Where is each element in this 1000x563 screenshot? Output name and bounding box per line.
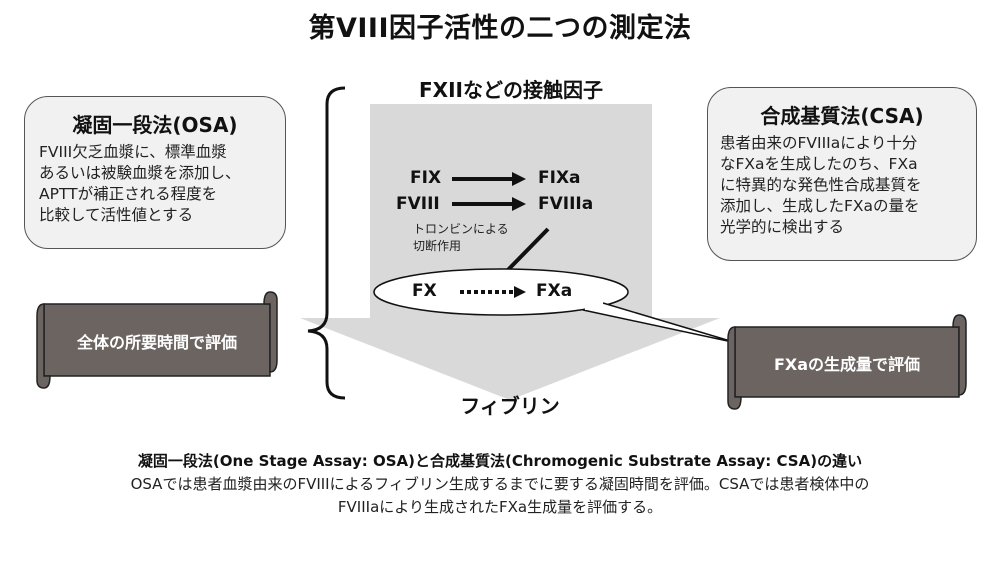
fix-label: FIX xyxy=(410,168,442,188)
caption-line1: OSAでは患者血漿由来のFVIIIによるフィブリン生成するまでに要する凝固時間を… xyxy=(130,475,870,493)
osa-line: FVIII欠乏血漿に、標準血漿 xyxy=(39,143,227,161)
csa-line: 添加し、生成したFXaの量を xyxy=(720,197,920,215)
fviii-label: FVIII xyxy=(396,194,440,214)
left-scroll-banner xyxy=(36,291,278,389)
fixa-label: FIXa xyxy=(538,168,581,188)
curly-bracket xyxy=(307,86,346,400)
fx-label: FX xyxy=(412,281,437,301)
right-scroll-banner xyxy=(727,314,967,410)
page-title: 第VIII因子活性の二つの測定法 xyxy=(308,13,692,44)
caption-line2: FVIIIaにより生成されたFXa生成量を評価する。 xyxy=(337,498,663,516)
right-scroll-label: FXaの生成量で評価 xyxy=(773,355,921,374)
fibrin-label: フィブリン xyxy=(460,394,560,418)
fviii-activation-arrowhead xyxy=(512,197,526,211)
fxa-label: FXa xyxy=(536,281,573,301)
contact-factor-label: FXIIなどの接触因子 xyxy=(419,78,603,102)
fviiia-label: FVIIIa xyxy=(538,194,594,214)
csa-line: なFXaを生成したのち、FXa xyxy=(720,155,918,173)
osa-line: APTTが補正される程度を xyxy=(39,185,218,203)
complex-arrow-line xyxy=(501,227,550,277)
osa-line: あるいは被験血漿を添加し、 xyxy=(39,164,241,182)
left-scroll-label: 全体の所要時間で評価 xyxy=(76,333,237,352)
caption-heading: 凝固一段法(One Stage Assay: OSA)と合成基質法(Chromo… xyxy=(137,452,863,470)
osa-line: 比較して活性値とする xyxy=(39,206,194,224)
fix-activation-arrowhead xyxy=(512,172,526,186)
csa-title: 合成基質法(CSA) xyxy=(760,104,924,128)
flow-down-arrow xyxy=(300,104,720,400)
osa-title: 凝固一段法(OSA) xyxy=(72,113,238,137)
csa-line: に特異的な発色性合成基質を xyxy=(720,176,922,194)
osa-box: 凝固一段法(OSA) FVIII欠乏血漿に、標準血漿 あるいは被験血漿を添加し、… xyxy=(24,96,286,249)
csa-line: 光学的に検出する xyxy=(720,218,845,236)
csa-line: 患者由来のFVIIIaにより十分 xyxy=(720,134,918,152)
thrombin-note-line1: トロンビンによる xyxy=(413,222,509,236)
csa-box: 合成基質法(CSA) 患者由来のFVIIIaにより十分 なFXaを生成したのち、… xyxy=(707,87,977,261)
fx-activation-arrowhead xyxy=(514,286,526,298)
thrombin-note-line2: 切断作用 xyxy=(413,239,462,253)
fx-bubble xyxy=(373,268,629,316)
